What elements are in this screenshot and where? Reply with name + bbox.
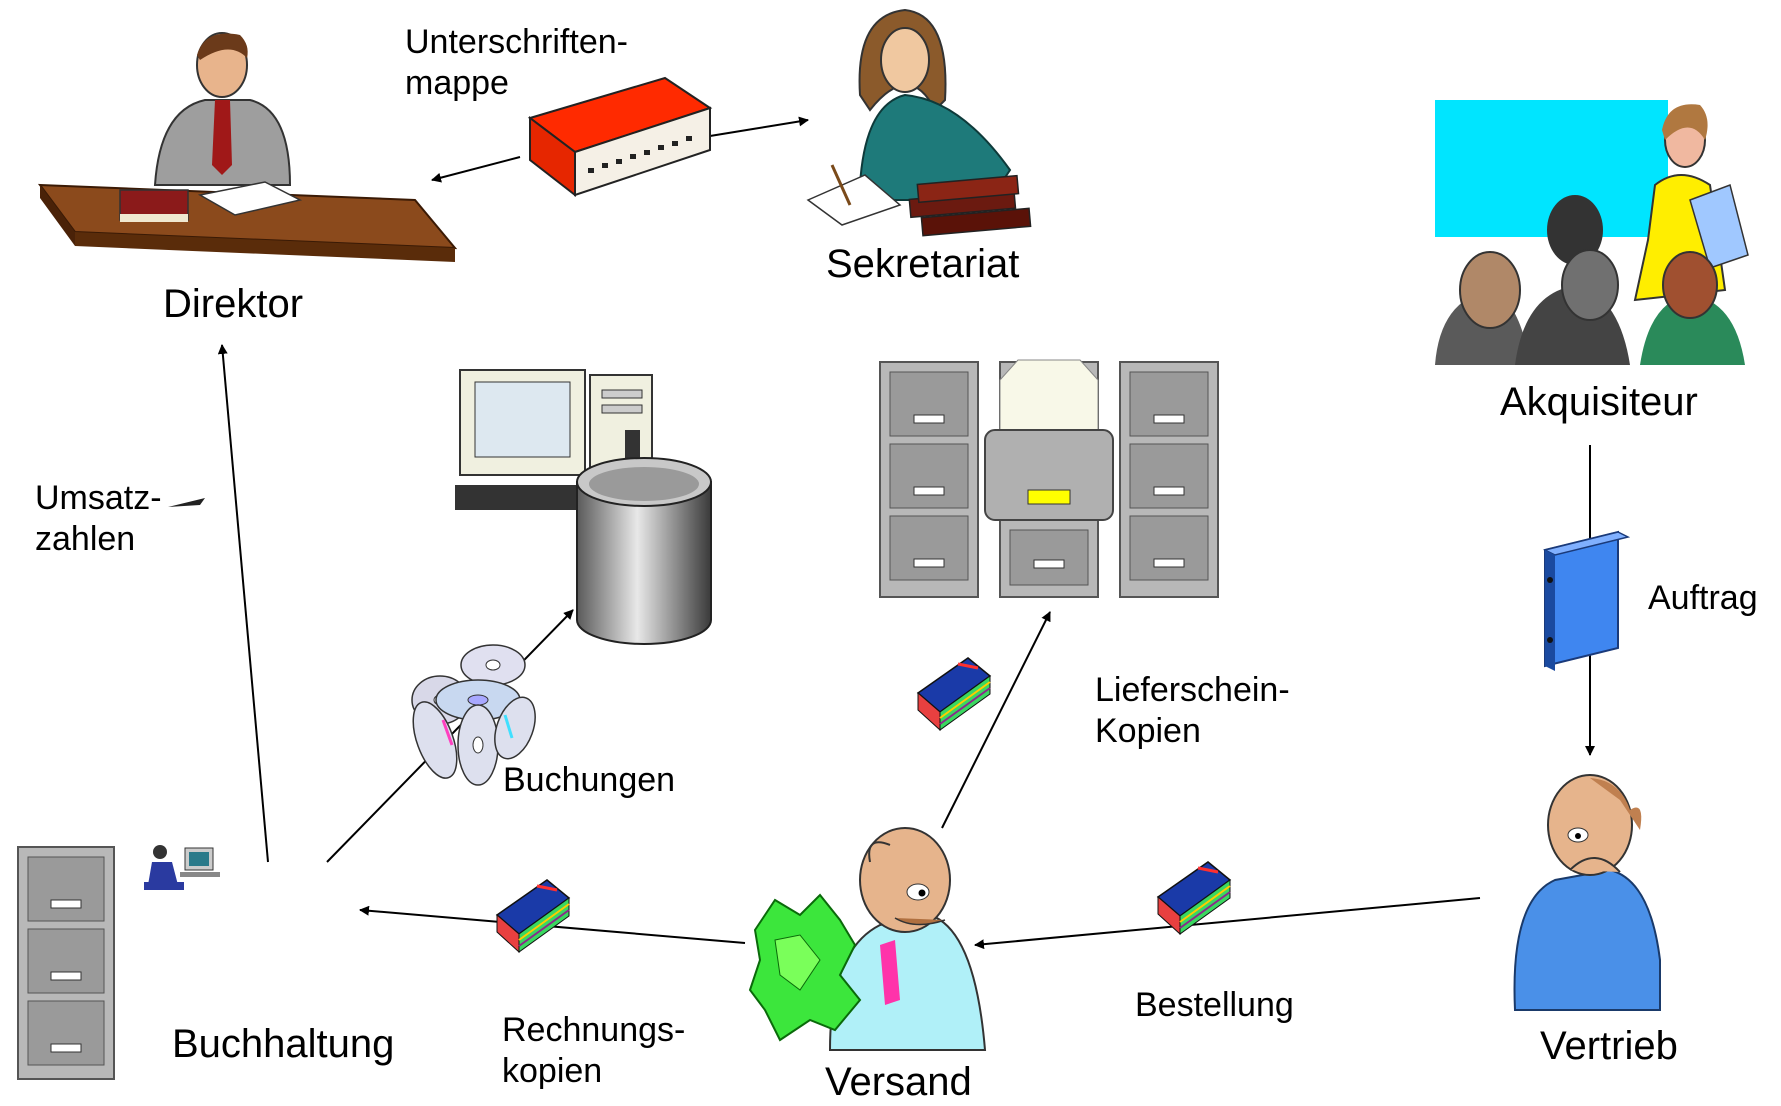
cd-stack-icon xyxy=(411,644,536,786)
node-label-buchhaltung: Buchhaltung xyxy=(172,1022,395,1066)
node-label-akquisiteur: Akquisiteur xyxy=(1500,380,1698,424)
flow-label-auftrag: Auftrag xyxy=(1648,579,1758,617)
secretary-icon xyxy=(806,8,1032,237)
blue-book-icon xyxy=(495,879,571,954)
pen-icon xyxy=(168,498,205,507)
node-label-sekretariat: Sekretariat xyxy=(826,242,1020,286)
presentation-audience-icon xyxy=(1435,100,1749,365)
flow-label-umsatzzahlen: Umsatz- zahlen xyxy=(35,479,162,558)
arrow-mappe-to-direktor xyxy=(431,156,521,183)
arrow-mappe-to-sekretariat xyxy=(709,116,809,137)
flow-label-bestellung: Bestellung xyxy=(1135,986,1294,1024)
file-cabinet-icon xyxy=(879,359,1219,598)
file-cabinet-icon xyxy=(17,846,115,1080)
node-label-versand: Versand xyxy=(825,1060,972,1104)
blue-book-icon xyxy=(1156,861,1232,936)
node-label-direktor: Direktor xyxy=(163,282,304,326)
binder-icon xyxy=(1542,530,1631,671)
database-cylinder-icon xyxy=(576,457,712,645)
signature-folder-icon xyxy=(527,76,713,198)
flow-label-unterschriftenmappe: Unterschriften- mappe xyxy=(405,23,628,102)
small-workstation-icon xyxy=(144,845,220,890)
flow-label-rechnungskopien: Rechnungs- kopien xyxy=(502,1011,686,1090)
blue-book-icon xyxy=(916,657,992,732)
arrow-buchhaltung-to-direktor xyxy=(217,344,269,863)
arrow-vertrieb-to-versand xyxy=(974,897,1481,950)
flow-label-buchungen: Buchungen xyxy=(503,761,676,799)
flow-label-lieferschein: Lieferschein- Kopien xyxy=(1095,671,1290,750)
director-at-desk-icon xyxy=(37,32,458,262)
versand-man-icon xyxy=(748,827,987,1051)
node-label-vertrieb: Vertrieb xyxy=(1540,1024,1678,1068)
computer-icon xyxy=(455,369,653,510)
thinking-man-icon xyxy=(1513,774,1661,1011)
arrow-versand-to-archiv xyxy=(941,611,1051,829)
